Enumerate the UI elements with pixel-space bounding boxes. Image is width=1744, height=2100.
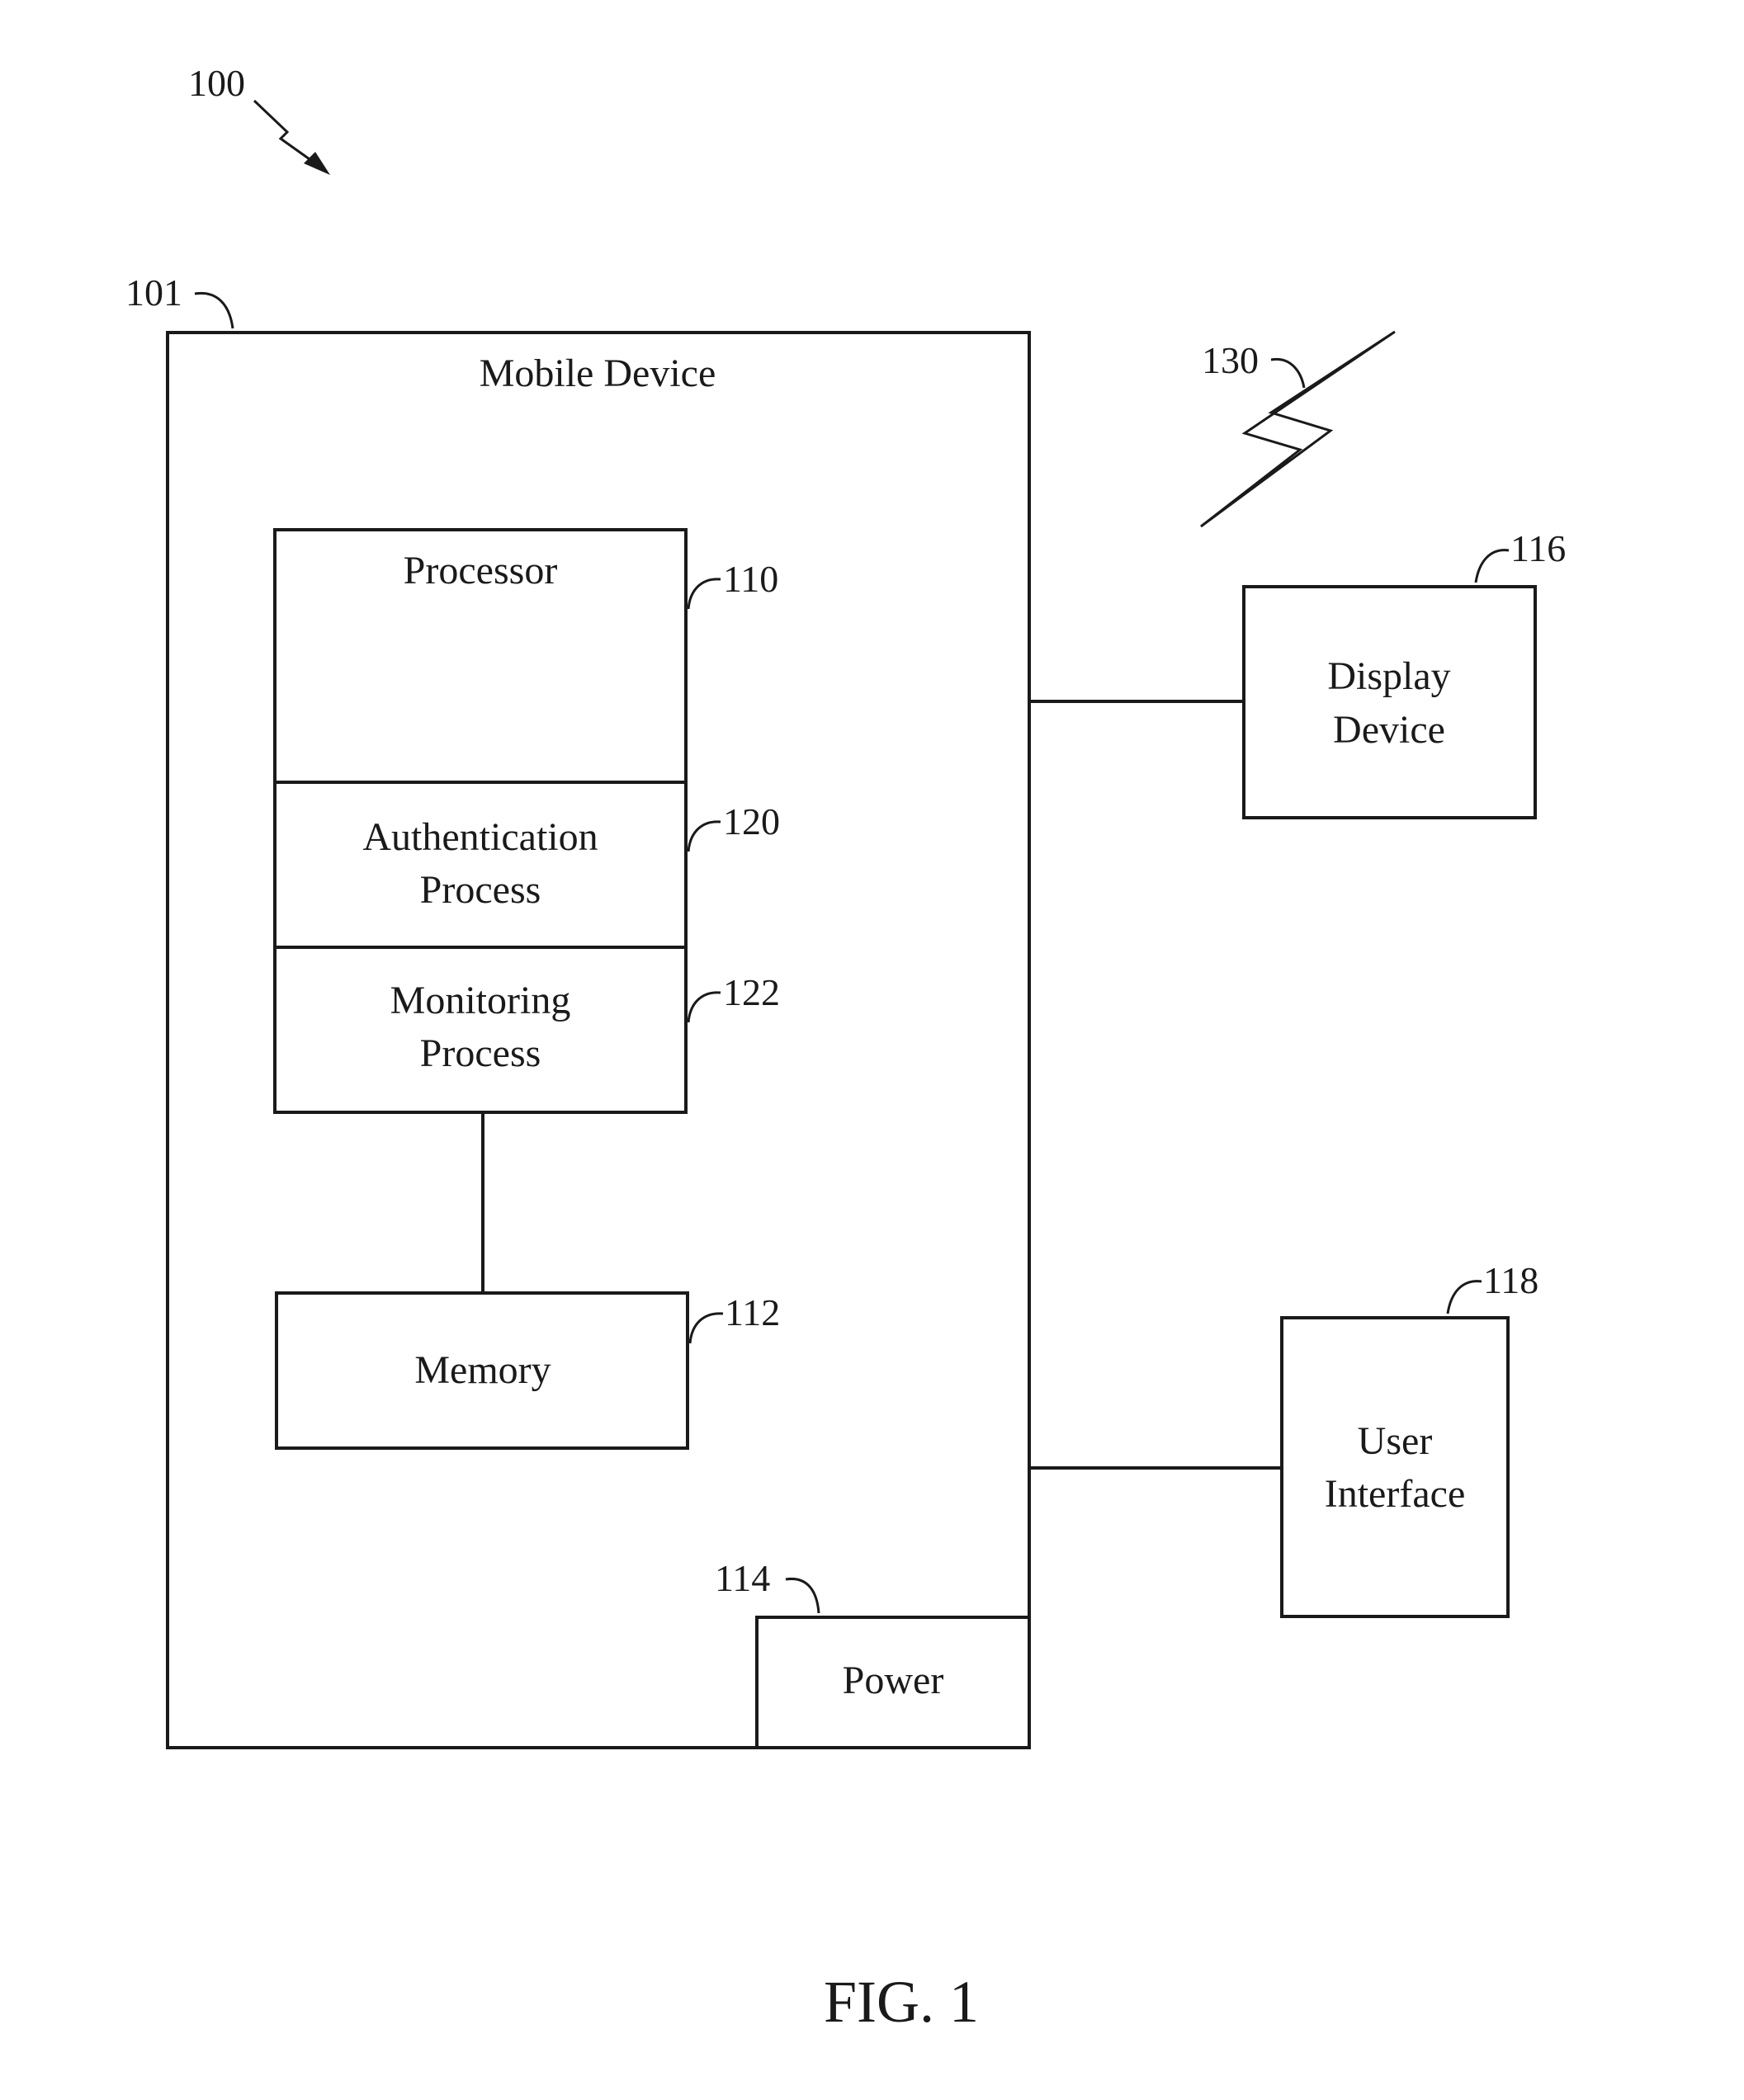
arrowhead-100-icon [304,152,330,175]
authentication-label-line1: Authentication [362,815,598,859]
ref-label-120: 120 [723,800,780,842]
ref-label-110: 110 [723,558,778,600]
memory-label: Memory [414,1348,551,1392]
monitoring-label-line1: Monitoring [390,979,571,1022]
display-device-box [1244,587,1535,818]
processor-label: Processor [404,549,558,592]
ref-label-122: 122 [723,971,780,1013]
ui-label-line1: User [1358,1419,1433,1463]
ref-label-118: 118 [1483,1259,1538,1301]
monitoring-process-box [275,947,686,1112]
figure-caption: FIG. 1 [824,1969,979,2035]
leader-116 [1476,550,1509,583]
authentication-label-line2: Process [420,868,541,912]
zigzag-arrow-100 [254,101,318,165]
leader-118 [1448,1281,1482,1314]
ref-label-112: 112 [725,1291,780,1333]
leader-130 [1271,359,1304,388]
monitoring-label-line2: Process [420,1031,541,1075]
power-label: Power [843,1659,944,1702]
display-label-line2: Device [1333,708,1445,752]
ui-label-line2: Interface [1325,1472,1466,1516]
ref-label-116: 116 [1510,527,1566,569]
ref-label-101: 101 [125,271,182,314]
leader-101 [195,293,233,328]
ref-label-130: 130 [1202,339,1259,381]
mobile-device-label: Mobile Device [480,352,716,395]
user-interface-box [1282,1318,1508,1616]
display-label-line1: Display [1327,654,1450,698]
authentication-process-box [275,782,686,947]
ref-label-114: 114 [715,1557,770,1599]
ref-label-100: 100 [188,62,245,104]
